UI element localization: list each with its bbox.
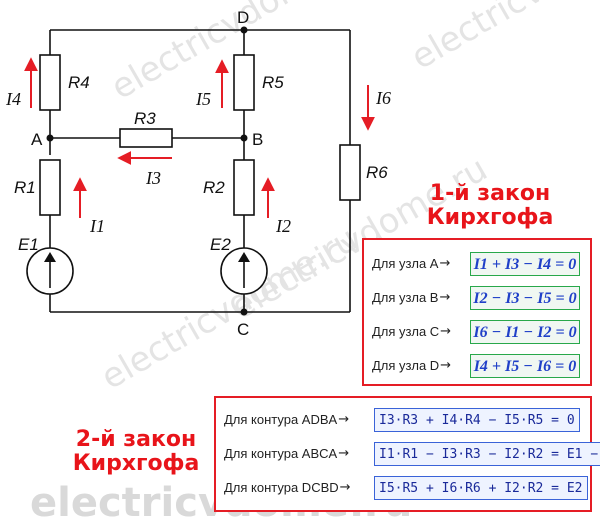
resistor-r4 [39,54,61,111]
source-e1 [26,247,74,295]
label-r1: R1 [14,178,36,197]
node-label-c: C [237,320,249,339]
arrow-right-icon: → [338,446,350,461]
first-law-label-c: Для узла C [372,324,440,339]
second-law-title-line1: 2-й закон [75,427,197,452]
resistor-r1 [39,159,61,216]
second-law-eq-adba: I3·R3 + I4·R4 − I5·R5 = 0 [374,408,580,432]
second-law-row-dcbd: Для контура DCBD→ [224,480,351,495]
label-i1: I1 [89,216,105,236]
node-dots [46,26,248,316]
resistor-r2 [233,159,255,216]
wires [49,29,351,313]
second-law-row-abca: Для контура ABCA→ [224,446,349,461]
arrow-right-icon: → [439,290,451,305]
second-law-row-adba: Для контура ADBA→ [224,412,349,427]
watermark-2: electricvdome.ru [405,0,600,78]
first-law-eq-b: I2 − I3 − I5 = 0 [470,286,580,310]
label-i3: I3 [145,168,161,188]
node-label-d: D [237,8,249,27]
second-law-label-adba: Для контура ADBA [224,412,338,427]
arrow-right-icon: → [339,480,351,495]
resistors [39,54,361,216]
arrow-right-icon: → [338,412,350,427]
label-i6: I6 [375,88,391,108]
arrow-right-icon: → [440,358,452,373]
second-law-eq-abca: I1·R1 − I3·R3 − I2·R2 = E1 − E2 [374,442,600,466]
first-law-title-line1: 1-й закон [429,181,551,206]
resistor-r3 [119,128,173,148]
first-law-row-a: Для узла A→ [372,256,450,271]
first-law-title-line2: Кирхгофа [426,205,554,230]
first-law-row-c: Для узла C→ [372,324,451,339]
current-arrows [24,57,375,218]
arrow-right-icon: → [440,324,452,339]
node-label-a: A [31,130,43,149]
second-law-title-line2: Кирхгофа [72,451,200,476]
label-r4: R4 [68,73,90,92]
label-i2: I2 [275,216,291,236]
label-e1: E1 [18,235,39,254]
first-law-eq-a: I1 + I3 − I4 = 0 [470,252,580,276]
first-law-label-a: Для узла A [372,256,439,271]
node-label-b: B [252,130,263,149]
second-law-eq-dcbd: I5·R5 + I6·R6 + I2·R2 = E2 [374,476,588,500]
label-r2: R2 [203,178,225,197]
arrow-right-icon: → [439,256,451,271]
second-law-label-dcbd: Для контура DCBD [224,480,339,495]
label-i5: I5 [195,89,211,109]
first-law-row-d: Для узла D→ [372,358,451,373]
first-law-row-b: Для узла B→ [372,290,450,305]
label-i4: I4 [5,89,21,109]
first-law-box: Для узла A→ I1 + I3 − I4 = 0 Для узла B→… [362,238,592,386]
first-law-label-d: Для узла D [372,358,440,373]
second-law-box: Для контура ADBA→ I3·R3 + I4·R4 − I5·R5 … [214,396,600,512]
resistor-r5 [233,54,255,111]
second-law-label-abca: Для контура ABCA [224,446,338,461]
resistor-r6 [339,144,361,201]
first-law-eq-d: I4 + I5 − I6 = 0 [470,354,580,378]
label-r6: R6 [366,163,388,182]
label-e2: E2 [210,235,231,254]
label-r3: R3 [134,109,156,128]
label-r5: R5 [262,73,284,92]
source-e2 [220,247,268,295]
second-law-title: 2-й закон Кирхгофа [66,428,206,476]
first-law-title: 1-й закон Кирхгофа [420,182,560,230]
first-law-label-b: Для узла B [372,290,439,305]
first-law-eq-c: I6 − I1 − I2 = 0 [470,320,580,344]
